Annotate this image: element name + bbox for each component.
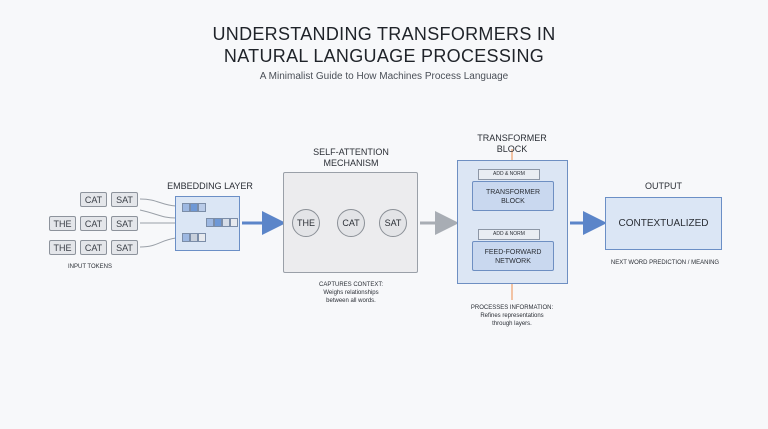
feed-forward-line1: FEED-FORWARD <box>484 249 542 256</box>
input-token: THE <box>49 216 76 231</box>
page-title-line1: UNDERSTANDING TRANSFORMERS IN <box>212 24 556 44</box>
embedding-layer-box <box>175 196 240 251</box>
transformer-sub-block-line2: BLOCK <box>501 198 525 205</box>
attention-title-line2: MECHANISM <box>323 158 379 168</box>
attention-node-cat: CAT <box>337 209 365 237</box>
transformer-sub-block-line1: TRANSFORMER <box>485 189 541 196</box>
embedding-cell <box>190 233 198 242</box>
input-tokens-label: INPUT TOKENS <box>67 264 112 270</box>
input-token: CAT <box>80 192 107 207</box>
embedding-cell <box>198 203 206 212</box>
output-box: CONTEXTUALIZED <box>605 197 722 250</box>
attention-caption-line2: Weighs relationships <box>323 290 379 296</box>
attention-caption-line3: between all words. <box>326 298 376 304</box>
embedding-cell <box>182 203 190 212</box>
page-subtitle: A Minimalist Guide to How Machines Proce… <box>259 71 509 82</box>
embedding-cell <box>222 218 230 227</box>
page-title-line2: NATURAL LANGUAGE PROCESSING <box>223 46 545 66</box>
transformer-caption-line1: PROCESSES INFORMATION: <box>470 305 554 311</box>
feed-forward-line2: NETWORK <box>495 258 531 265</box>
output-title: OUTPUT <box>645 181 682 191</box>
embedding-cell <box>206 218 214 227</box>
embedding-cell <box>214 218 222 227</box>
input-token: SAT <box>111 216 138 231</box>
transformer-caption-line3: through layers. <box>492 321 532 327</box>
embedding-cell <box>190 203 198 212</box>
add-norm-1: ADD & NORM <box>478 169 540 180</box>
transformer-title-line1: TRANSFORMER <box>477 133 547 143</box>
embedding-layer-label: EMBEDDING LAYER <box>167 181 253 191</box>
attention-title-line1: SELF-ATTENTION <box>313 147 389 157</box>
embedding-cell <box>182 233 190 242</box>
input-token: SAT <box>111 240 138 255</box>
transformer-sub-block: TRANSFORMER BLOCK <box>472 181 554 211</box>
attention-caption-line1: CAPTURES CONTEXT: <box>318 282 383 288</box>
input-token: CAT <box>80 216 107 231</box>
attention-node-sat: SAT <box>379 209 407 237</box>
input-token: SAT <box>111 192 138 207</box>
transformer-caption-line2: Refines representations <box>480 313 544 319</box>
embedding-cell <box>230 218 238 227</box>
transformer-title-line2: BLOCK <box>496 144 528 154</box>
embedding-cell <box>198 233 206 242</box>
output-caption: NEXT WORD PREDICTION / MEANING <box>610 260 720 266</box>
feed-forward-network-block: FEED-FORWARD NETWORK <box>472 241 554 271</box>
input-token: CAT <box>80 240 107 255</box>
attention-node-the: THE <box>292 209 320 237</box>
input-token: THE <box>49 240 76 255</box>
token-connector <box>139 237 177 248</box>
token-connector <box>139 209 177 219</box>
token-connector <box>139 198 177 207</box>
add-norm-2: ADD & NORM <box>478 229 540 240</box>
